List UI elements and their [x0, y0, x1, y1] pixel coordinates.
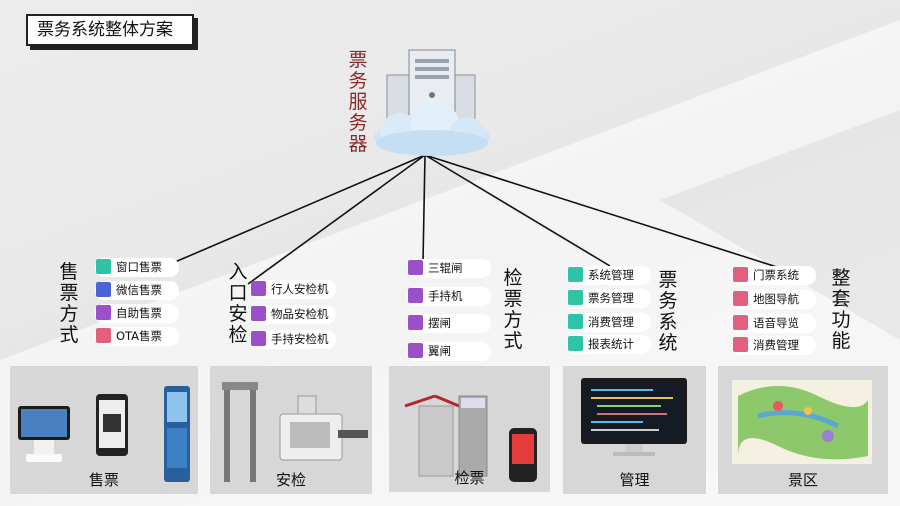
- item-pedestrian-scanner: 行人安检机: [250, 280, 336, 299]
- item-color-square: [408, 343, 423, 358]
- item-color-square: [733, 291, 748, 306]
- item-label: 手持机: [428, 289, 463, 303]
- item-label: 物品安检机: [271, 307, 329, 321]
- photo-caption: 管理: [619, 471, 650, 489]
- item-swing-gate: 摆闸: [407, 314, 491, 333]
- item-color-square: [733, 267, 748, 282]
- item-color-square: [408, 260, 423, 275]
- item-window-sales: 窗口售票: [95, 258, 179, 277]
- scenic-map-illustration: [732, 380, 872, 464]
- item-label: 微信售票: [116, 283, 162, 297]
- item-label: OTA售票: [116, 329, 163, 343]
- item-consumption-management: 消费管理: [567, 313, 651, 332]
- item-label: 门票系统: [753, 268, 799, 282]
- monitor-illustration: [581, 378, 687, 456]
- group-label-sales: 售票方式: [59, 261, 79, 346]
- photo-panel-checking: 检票: [389, 366, 550, 492]
- item-consumption-management-2: 消费管理: [732, 336, 816, 355]
- item-label: 翼闸: [428, 344, 451, 358]
- item-color-square: [568, 290, 583, 305]
- photo-caption: 售票: [88, 471, 119, 489]
- photo-caption: 安检: [275, 471, 306, 489]
- item-map-navigation: 地图导航: [732, 290, 816, 309]
- item-label: 窗口售票: [116, 260, 162, 274]
- item-color-square: [733, 337, 748, 352]
- item-label: 手持安检机: [271, 332, 329, 346]
- item-color-square: [408, 288, 423, 303]
- item-label: 系统管理: [588, 268, 634, 282]
- item-label: 行人安检机: [271, 282, 329, 296]
- item-label: 自助售票: [116, 306, 162, 320]
- group-label-ticket-system: 票务系统: [658, 269, 678, 354]
- item-system-management: 系统管理: [567, 266, 651, 285]
- item-wechat-sales: 微信售票: [95, 281, 179, 300]
- item-color-square: [733, 315, 748, 330]
- photo-panel-security: 安检: [210, 366, 372, 494]
- item-handheld-scanner: 手持安检机: [250, 330, 336, 349]
- item-label: 摆闸: [428, 316, 451, 330]
- item-label: 消费管理: [588, 315, 634, 329]
- item-color-square: [568, 267, 583, 282]
- item-color-square: [96, 328, 111, 343]
- item-self-service-sales: 自助售票: [95, 304, 179, 323]
- item-report-statistics: 报表统计: [567, 335, 651, 354]
- item-ticket-management: 票务管理: [567, 289, 651, 308]
- group-label-full-suite: 整套功能: [831, 267, 851, 352]
- photo-panel-management: 管理: [563, 366, 706, 494]
- server-cloud-icon: [374, 49, 490, 156]
- item-label: 三辊闸: [428, 261, 463, 275]
- page-title: 票务系统整体方案: [26, 14, 194, 46]
- security-equipment-illustration: [222, 382, 368, 482]
- item-label: 地图导航: [753, 292, 799, 306]
- turnstile-illustration: [404, 394, 537, 482]
- item-ticket-system: 门票系统: [732, 266, 816, 285]
- item-color-square: [251, 331, 266, 346]
- item-label: 报表统计: [588, 337, 634, 351]
- item-tripod-turnstile: 三辊闸: [407, 259, 491, 278]
- photo-panel-scenic: 景区: [718, 366, 888, 494]
- item-label: 消费管理: [753, 338, 799, 352]
- sales-equipment-illustration: [18, 386, 190, 482]
- item-label: 票务管理: [588, 291, 634, 305]
- item-ota-sales: OTA售票: [95, 327, 179, 346]
- item-color-square: [568, 314, 583, 329]
- photo-caption: 景区: [787, 471, 818, 489]
- item-baggage-scanner: 物品安检机: [250, 305, 336, 324]
- item-color-square: [251, 281, 266, 296]
- item-color-square: [96, 305, 111, 320]
- item-audio-guide: 语音导览: [732, 314, 816, 333]
- photo-panel-sales: 售票: [10, 366, 198, 494]
- item-color-square: [251, 306, 266, 321]
- photo-caption: 检票: [454, 469, 485, 487]
- item-color-square: [568, 336, 583, 351]
- item-color-square: [96, 282, 111, 297]
- item-handheld-terminal: 手持机: [407, 287, 491, 306]
- item-flap-barrier: 翼闸: [407, 342, 491, 361]
- item-color-square: [408, 315, 423, 330]
- server-label: 票务服务器: [348, 49, 368, 155]
- group-label-security: 入口安检: [228, 261, 248, 346]
- item-color-square: [96, 259, 111, 274]
- item-label: 语音导览: [753, 316, 799, 330]
- group-label-checking: 检票方式: [503, 267, 523, 352]
